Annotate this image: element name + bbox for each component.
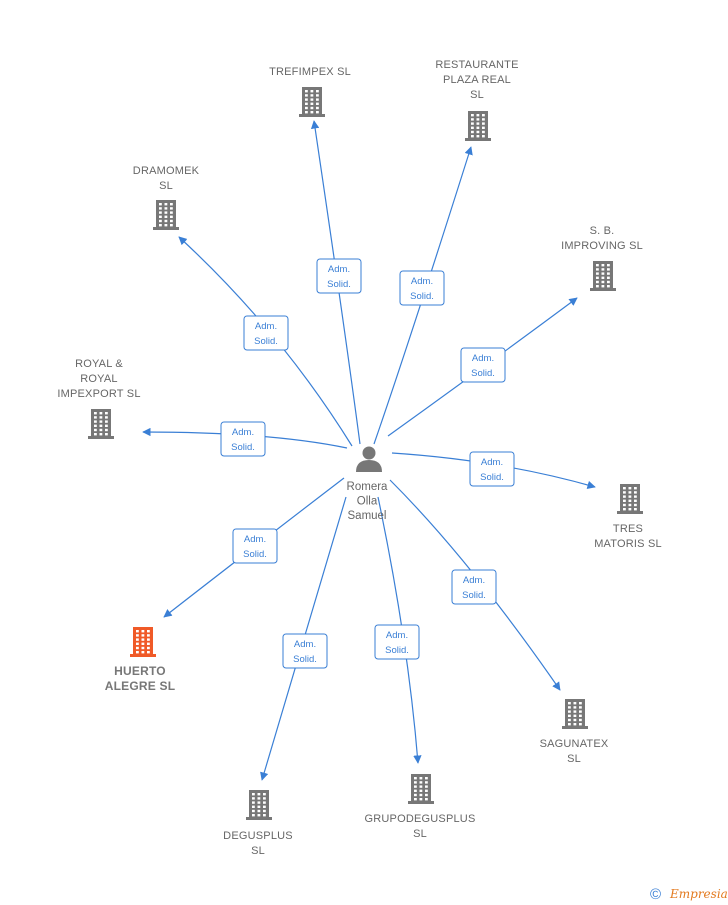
company-label-line[interactable]: S. B.: [590, 225, 615, 237]
company-label-line[interactable]: ALEGRE SL: [105, 679, 175, 693]
person-label-line[interactable]: Samuel: [348, 510, 387, 522]
company-label-line[interactable]: SAGUNATEX: [540, 738, 609, 750]
building-icon[interactable]: [153, 200, 179, 230]
relation-text: Solid.: [480, 472, 504, 483]
person-icon: [356, 446, 382, 472]
company-label-line[interactable]: HUERTO: [114, 664, 166, 678]
company-label-line[interactable]: ROYAL &: [75, 358, 123, 370]
company-label-line[interactable]: SL: [413, 828, 427, 840]
relation-text: Adm.: [411, 276, 433, 287]
relation-badge-huerto: Adm. Solid.: [232, 528, 278, 564]
copyright-icon: ©: [650, 886, 661, 903]
relation-text: Solid.: [243, 549, 267, 560]
company-node-restaurante[interactable]: RESTAURANTE PLAZA REAL SL: [435, 59, 518, 141]
relation-text: Adm.: [386, 630, 408, 641]
relation-text: Adm.: [463, 575, 485, 586]
company-label-line[interactable]: PLAZA REAL: [443, 74, 511, 86]
building-icon[interactable]: [130, 627, 156, 657]
company-label-line[interactable]: DEGUSPLUS: [223, 830, 293, 842]
company-node-degusplus[interactable]: DEGUSPLUS SL: [223, 790, 293, 857]
relation-text: Solid.: [410, 291, 434, 302]
company-node-sagunatex[interactable]: SAGUNATEX SL: [540, 699, 609, 765]
building-icon[interactable]: [408, 774, 434, 804]
company-node-sbimproving[interactable]: S. B. IMPROVING SL: [561, 225, 643, 291]
company-node-dramomek[interactable]: DRAMOMEK SL: [133, 165, 200, 230]
building-icon[interactable]: [562, 699, 588, 729]
relation-text: Solid.: [231, 442, 255, 453]
company-label-line[interactable]: DRAMOMEK: [133, 165, 200, 177]
relation-badge-restaurante: Adm. Solid.: [399, 270, 445, 306]
company-label-line[interactable]: IMPEXPORT SL: [57, 388, 140, 400]
relation-text: Adm.: [232, 427, 254, 438]
company-label-line[interactable]: IMPROVING SL: [561, 240, 643, 252]
company-label-line[interactable]: SL: [567, 753, 581, 765]
company-label-line[interactable]: MATORIS SL: [594, 538, 662, 550]
relation-text: Adm.: [294, 639, 316, 650]
relation-badge-degusplus: Adm. Solid.: [282, 633, 328, 669]
relation-text: Solid.: [293, 654, 317, 665]
relation-text: Solid.: [462, 590, 486, 601]
relation-edge-trefimpex: [310, 120, 361, 445]
relation-badge-dramomek: Adm. Solid.: [243, 315, 289, 351]
company-label-line[interactable]: SL: [159, 180, 173, 192]
relation-text: Solid.: [471, 368, 495, 379]
person-label-line[interactable]: Olla: [357, 496, 378, 508]
relation-text: Solid.: [327, 279, 351, 290]
company-label-line[interactable]: SL: [251, 845, 265, 857]
company-label-line[interactable]: RESTAURANTE: [435, 59, 518, 71]
relation-badge-trefimpex: Adm. Solid.: [316, 258, 362, 294]
relation-badge-grupodegusplus: Adm. Solid.: [374, 624, 420, 660]
company-node-trefimpex[interactable]: TREFIMPEX SL: [269, 66, 351, 117]
relation-text: Solid.: [254, 336, 278, 347]
building-icon[interactable]: [617, 484, 643, 514]
empresia-logo-text: Empresia: [669, 887, 728, 901]
relation-text: Solid.: [385, 645, 409, 656]
relation-text: Adm.: [472, 353, 494, 364]
building-icon[interactable]: [88, 409, 114, 439]
relation-badge-sbimproving: Adm. Solid.: [460, 347, 506, 383]
company-label-line[interactable]: TRES: [613, 523, 643, 535]
relation-text: Adm.: [328, 264, 350, 275]
relation-badge-royal: Adm. Solid.: [220, 421, 266, 457]
company-node-tres[interactable]: TRES MATORIS SL: [594, 484, 662, 550]
building-icon[interactable]: [246, 790, 272, 820]
relation-badge-sagunatex: Adm. Solid.: [451, 569, 497, 605]
building-icon[interactable]: [465, 111, 491, 141]
relation-badge-tres: Adm. Solid.: [469, 451, 515, 487]
relation-text: Adm.: [255, 321, 277, 332]
relation-text: Adm.: [481, 457, 503, 468]
company-label-line[interactable]: GRUPODEGUSPLUS: [365, 813, 476, 825]
company-node-grupodegusplus[interactable]: GRUPODEGUSPLUS SL: [365, 774, 476, 840]
company-node-royal[interactable]: ROYAL & ROYAL IMPEXPORT SL: [57, 358, 140, 439]
relation-text: Adm.: [244, 534, 266, 545]
person-label-line[interactable]: Romera: [347, 481, 389, 493]
empresia-footer: © Empresia: [650, 886, 728, 903]
building-icon[interactable]: [590, 261, 616, 291]
building-icon[interactable]: [299, 87, 325, 117]
relation-edge-restaurante: [373, 146, 473, 445]
company-label-line[interactable]: TREFIMPEX SL: [269, 66, 351, 78]
company-label-line[interactable]: ROYAL: [80, 373, 117, 385]
company-label-line[interactable]: SL: [470, 89, 484, 101]
